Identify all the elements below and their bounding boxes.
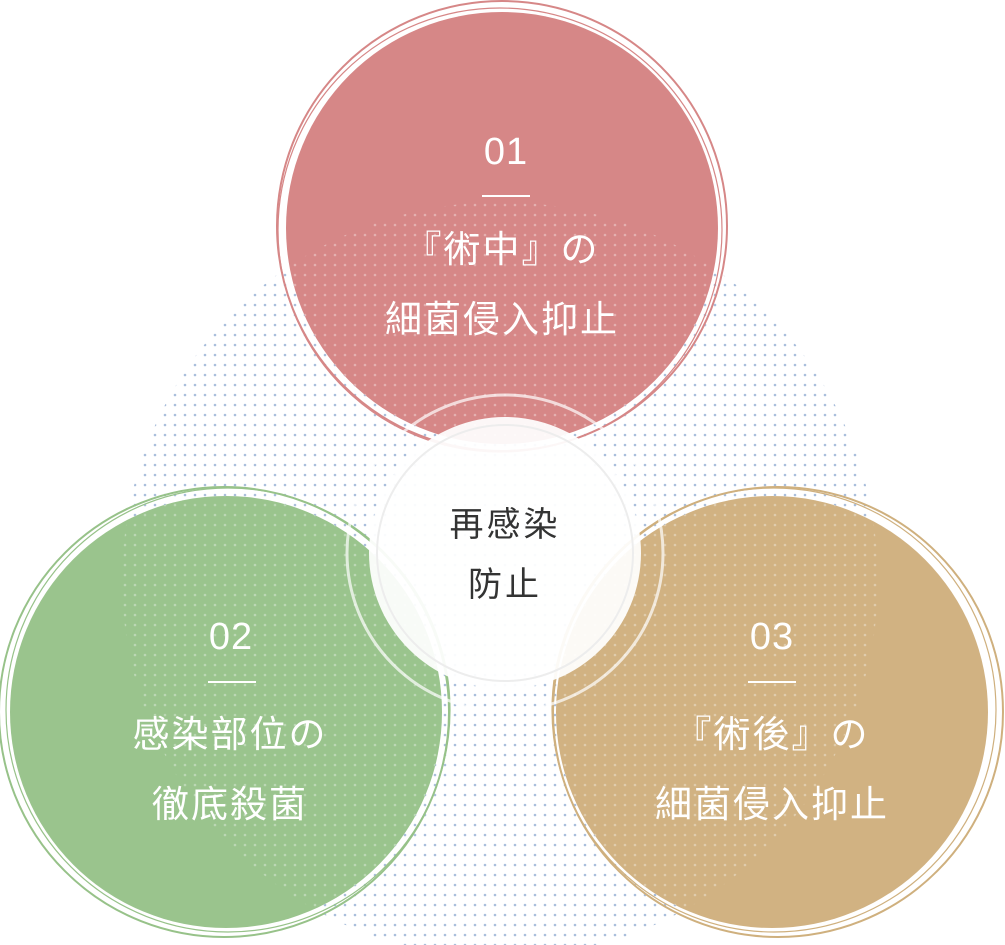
circle-01 — [276, 0, 728, 453]
circle-03-number: 03 — [749, 616, 795, 658]
circle-03 — [551, 486, 1004, 938]
circle-01-line2: 細菌侵入抑止 — [385, 298, 619, 341]
center-line2: 防止 — [468, 565, 542, 605]
circle-02-line1: 感染部位の — [132, 713, 328, 756]
circle-02-number: 02 — [208, 616, 254, 658]
circle-01-line1: 『術中』の — [404, 228, 600, 271]
center-halo — [345, 393, 665, 713]
center-ring — [376, 424, 634, 682]
circle-02 — [0, 486, 451, 938]
circle-03-line2: 細菌侵入抑止 — [655, 783, 889, 826]
circle-03-line1: 『術後』の — [674, 713, 870, 756]
center-line1: 再感染 — [449, 505, 561, 545]
circle-02-line2: 徹底殺菌 — [152, 783, 308, 826]
circle-01-number: 01 — [483, 131, 529, 173]
center-circle — [369, 417, 641, 689]
